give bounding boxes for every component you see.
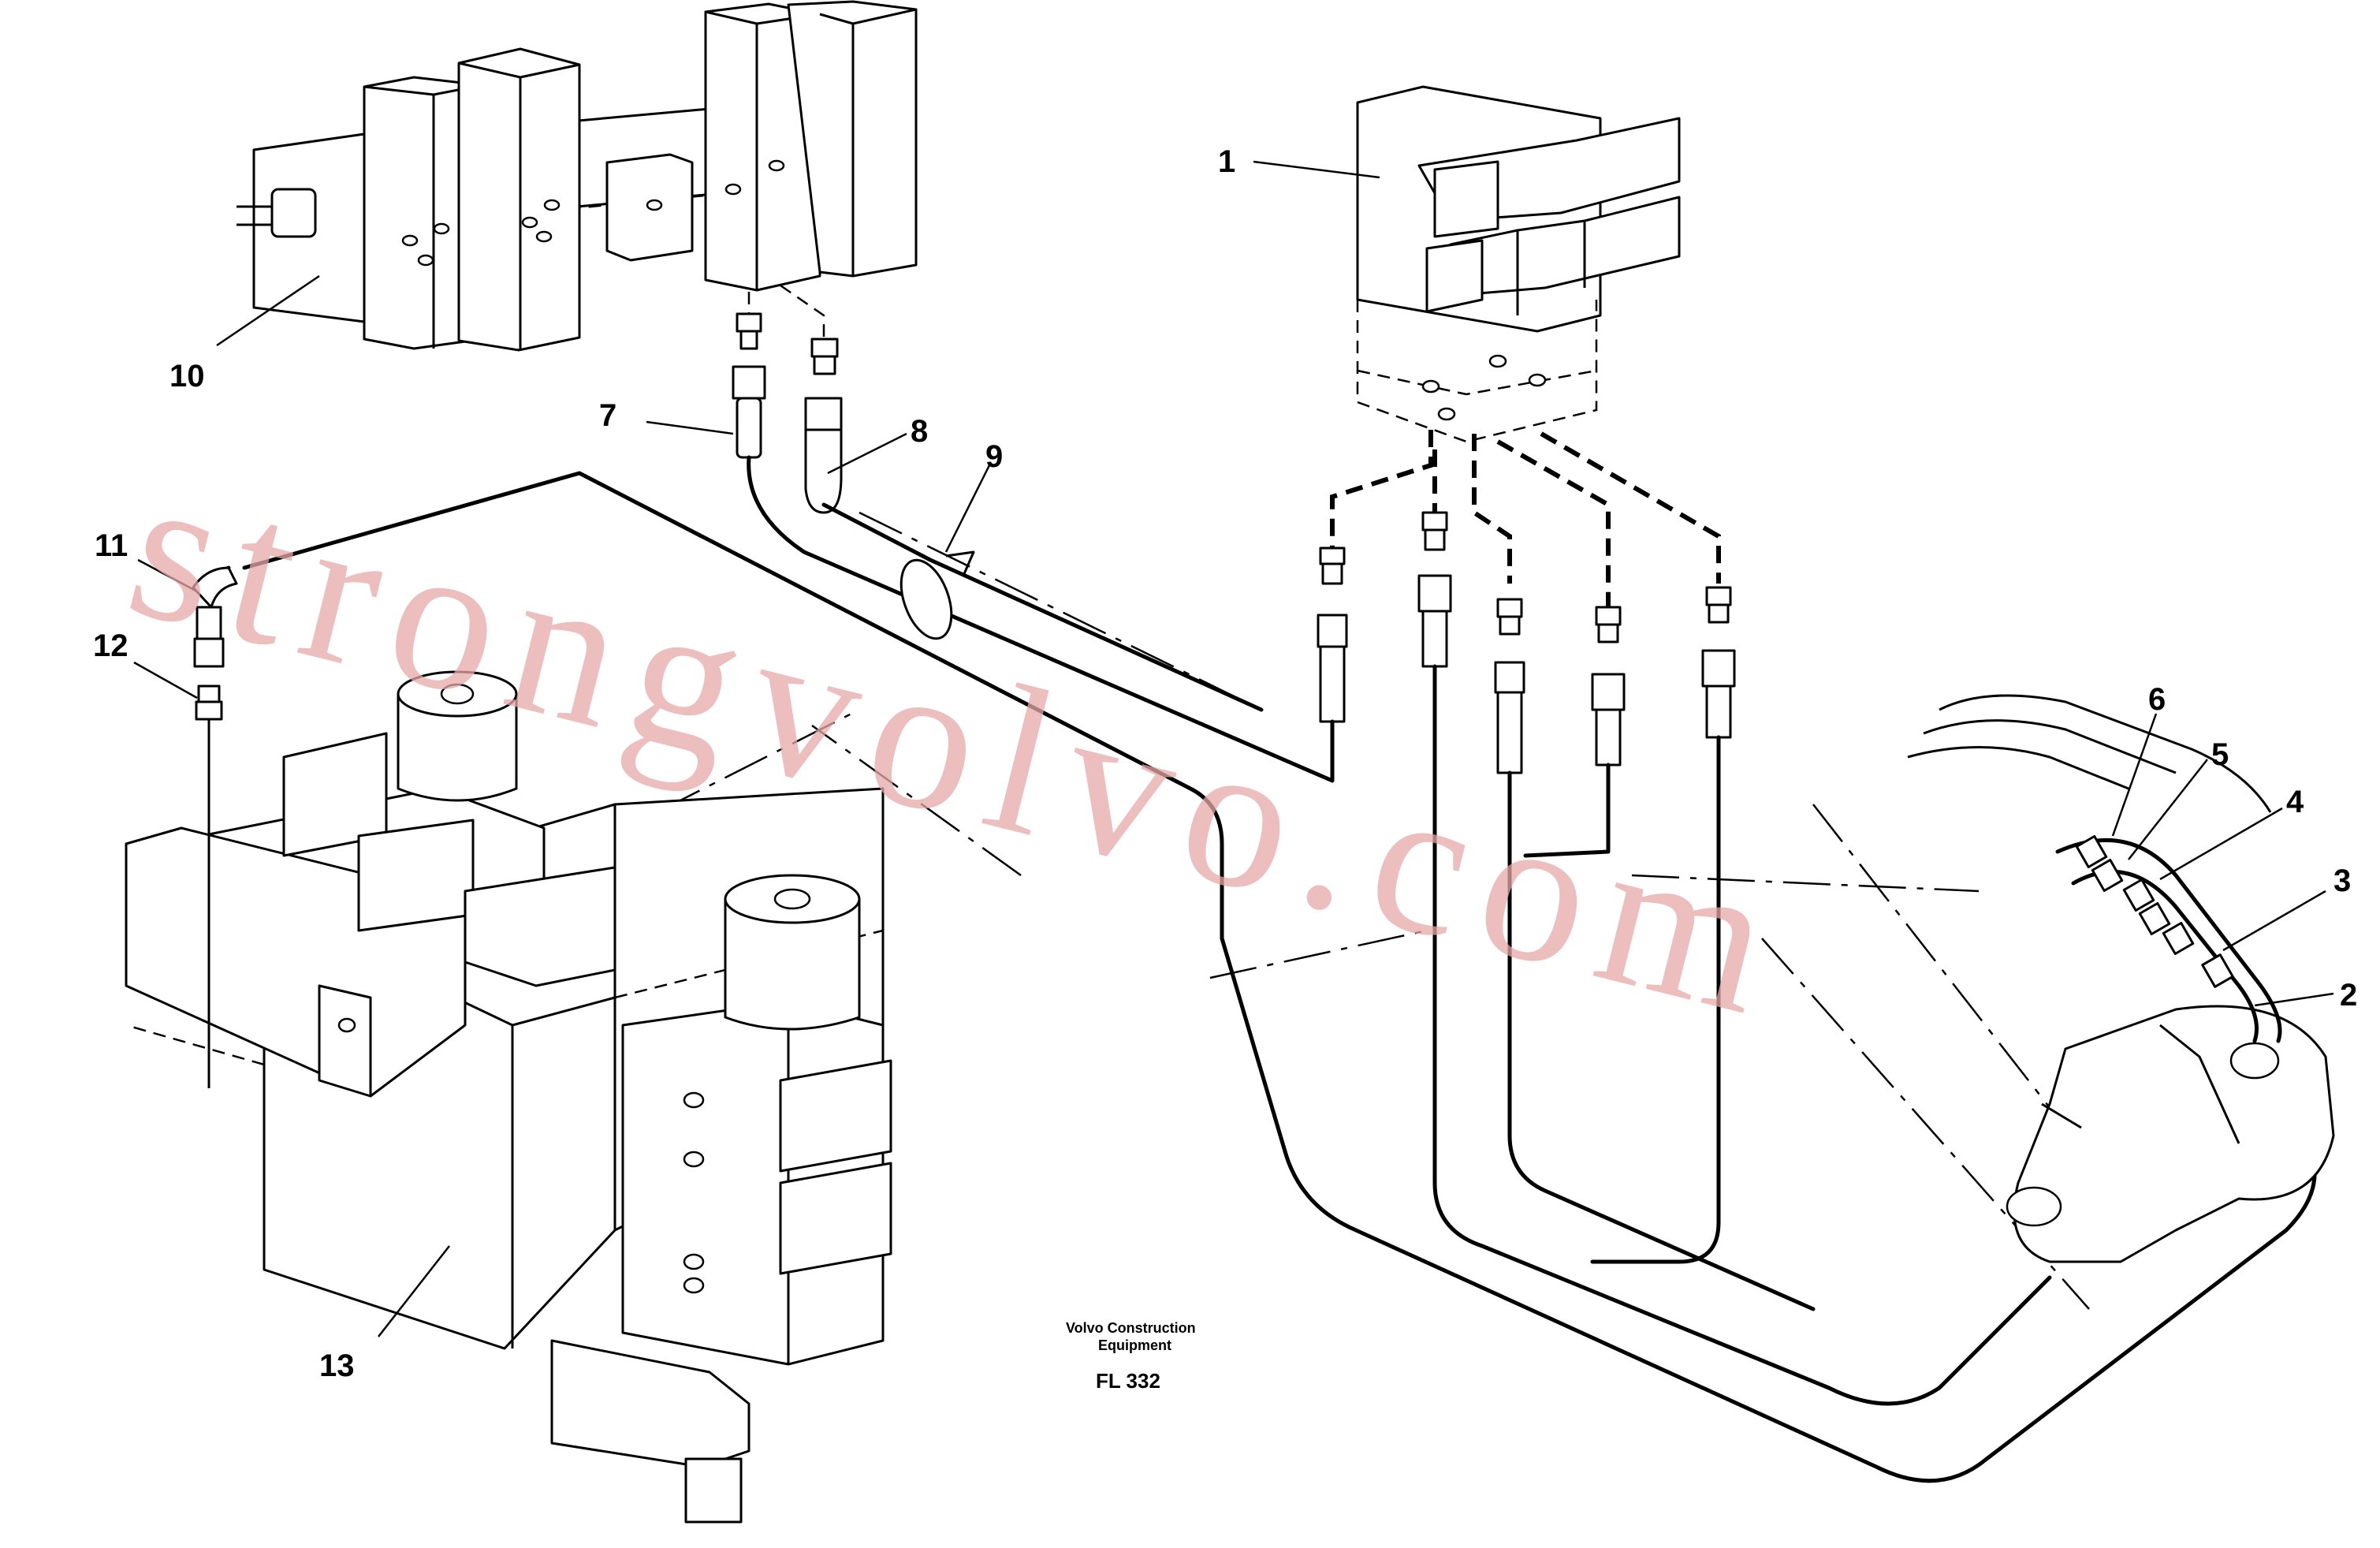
valve-block-holes bbox=[401, 159, 785, 267]
caption-line-2: Equipment bbox=[1098, 1337, 1171, 1353]
main-valve-13 bbox=[125, 670, 892, 1524]
leader-lines bbox=[133, 160, 2334, 1337]
control-valve-1 bbox=[1356, 85, 1681, 443]
caption-line-1: Volvo Construction bbox=[1066, 1320, 1196, 1336]
callout-6: 6 bbox=[2148, 682, 2166, 717]
hydraulic-hoses bbox=[204, 455, 2317, 1483]
callout-7: 7 bbox=[599, 398, 616, 433]
valve-block-10 bbox=[237, 0, 918, 352]
callout-labels: 1 2 3 4 5 6 7 8 9 10 11 12 13 bbox=[93, 144, 2357, 1383]
hose-clamp-9 bbox=[899, 550, 975, 640]
fitting-11 bbox=[192, 566, 238, 668]
callout-2: 2 bbox=[2340, 978, 2357, 1013]
callout-10: 10 bbox=[169, 359, 205, 394]
fitting-12 bbox=[195, 684, 223, 1088]
boom-arm bbox=[1907, 694, 2335, 1263]
callout-4: 4 bbox=[2286, 785, 2304, 819]
hose-fittings bbox=[1317, 511, 1736, 774]
figure-code: FL 332 bbox=[1096, 1369, 1160, 1393]
callout-12: 12 bbox=[93, 629, 128, 663]
fitting-7 bbox=[732, 292, 766, 459]
callout-11: 11 bbox=[95, 528, 128, 563]
callout-3: 3 bbox=[2333, 864, 2351, 898]
callout-9: 9 bbox=[985, 439, 1003, 474]
callout-13: 13 bbox=[319, 1348, 355, 1383]
pilot-hoses bbox=[1330, 430, 1721, 607]
drawing-caption: Volvo Construction Equipment FL 332 bbox=[1066, 1320, 1196, 1393]
fitting-8 bbox=[780, 284, 843, 514]
callout-1: 1 bbox=[1218, 144, 1235, 179]
callout-5: 5 bbox=[2211, 737, 2229, 772]
callout-8: 8 bbox=[911, 414, 928, 449]
